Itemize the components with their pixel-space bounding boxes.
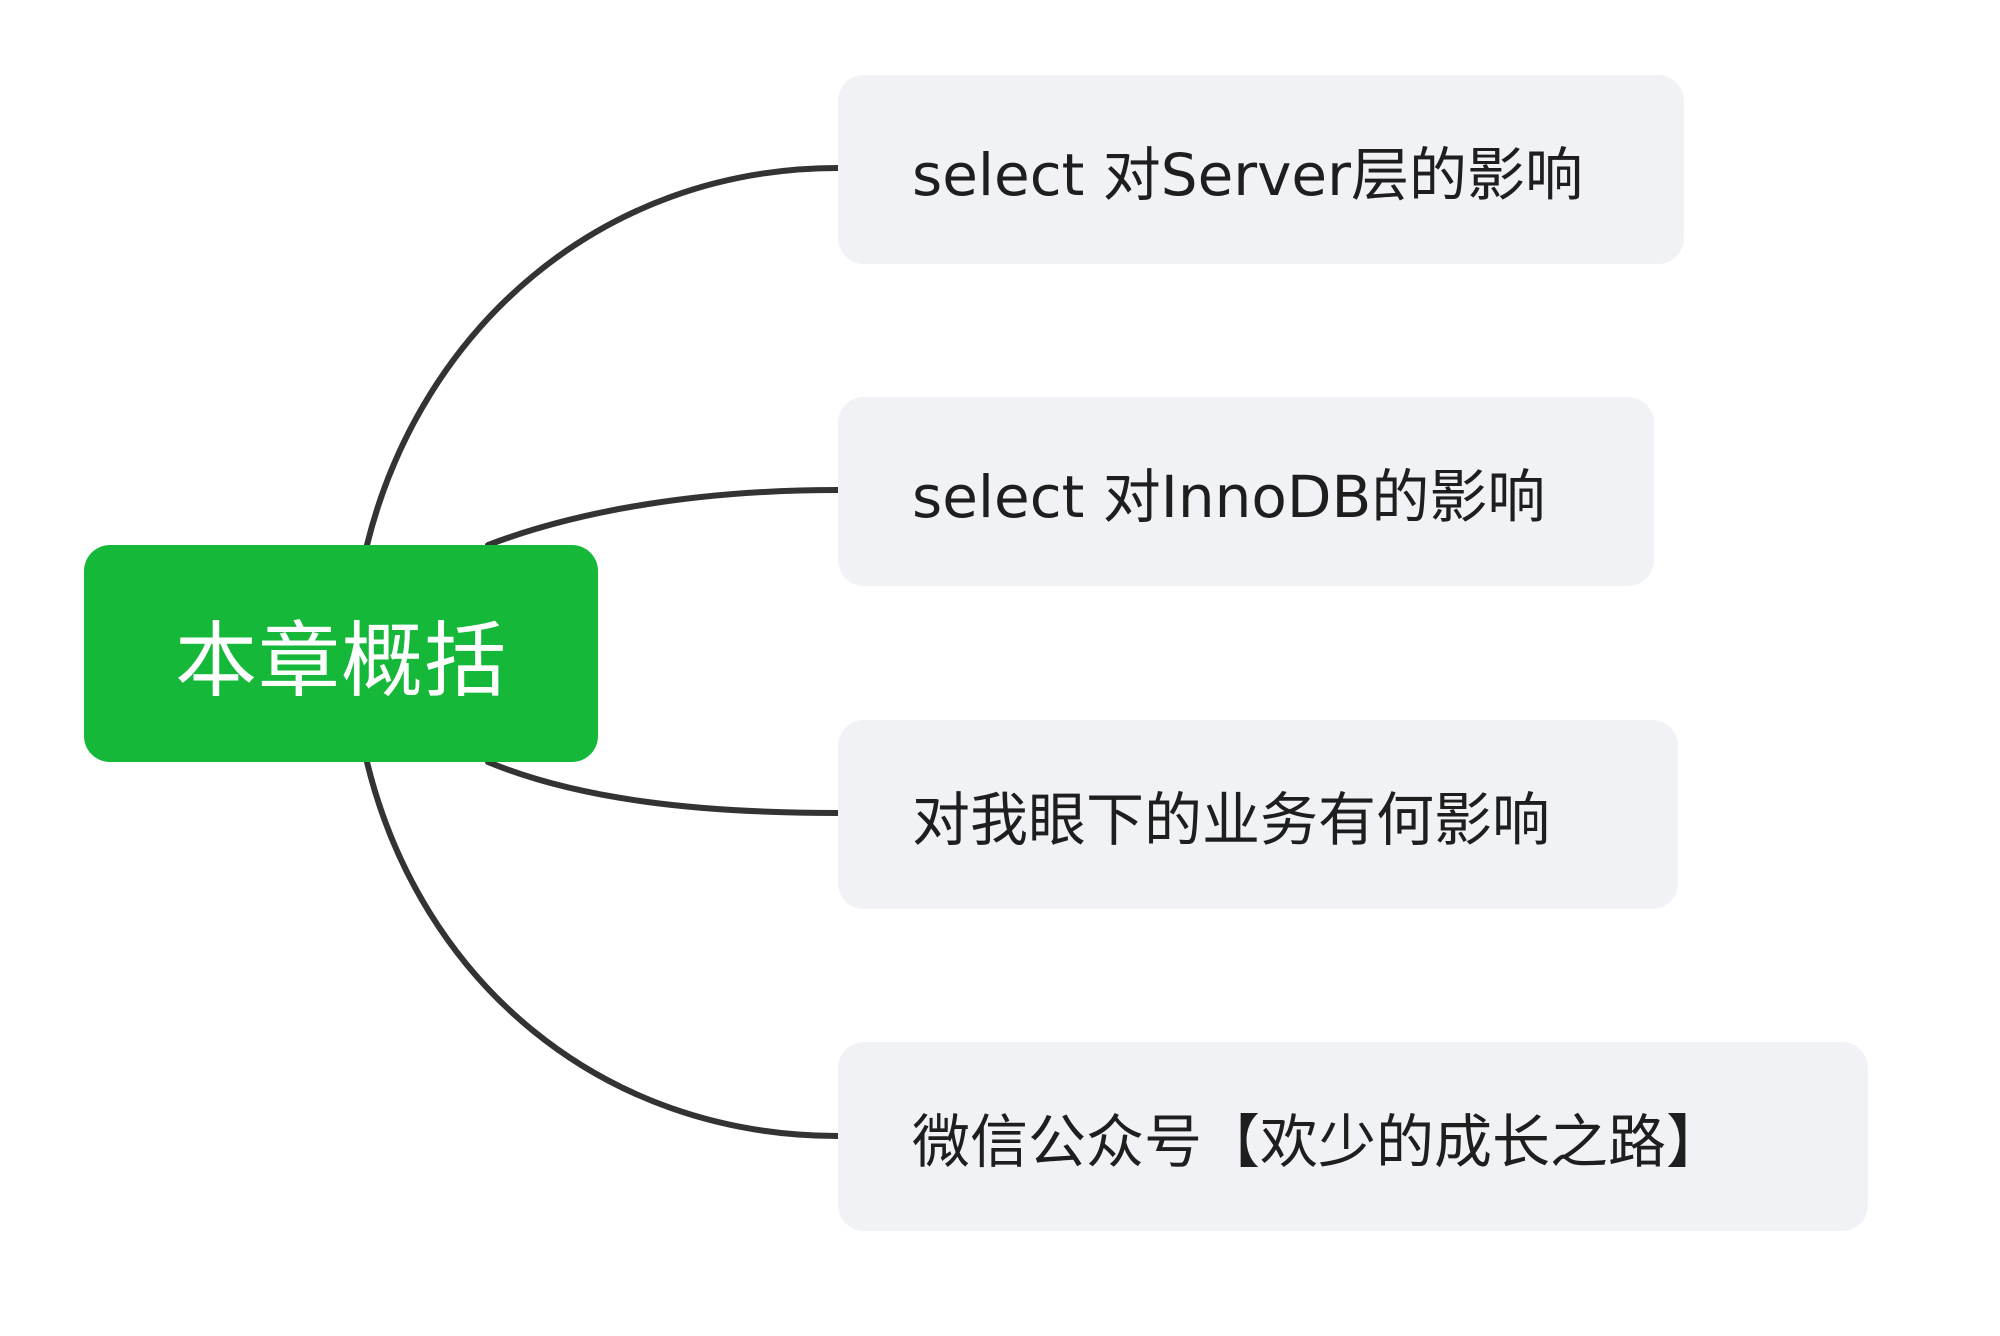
root-topic-node[interactable]: 本章概括 xyxy=(84,545,598,762)
subtopic-label: 微信公众号【欢少的成长之路】 xyxy=(912,1107,1725,1176)
connector-line-1 xyxy=(364,165,841,548)
connector-line-2 xyxy=(485,487,841,548)
connector-line-4 xyxy=(364,759,841,1139)
subtopic-label: 对我眼下的业务有何影响 xyxy=(912,785,1551,854)
subtopic-node-wechat-account[interactable]: 微信公众号【欢少的成长之路】 xyxy=(838,1042,1868,1231)
connector-line-3 xyxy=(485,759,841,816)
root-topic-label: 本章概括 xyxy=(174,614,507,709)
subtopic-label: select 对Server层的影响 xyxy=(912,140,1583,209)
subtopic-node-business-impact[interactable]: 对我眼下的业务有何影响 xyxy=(838,720,1678,909)
subtopic-node-innodb[interactable]: select 对InnoDB的影响 xyxy=(838,397,1654,586)
subtopic-node-server-layer[interactable]: select 对Server层的影响 xyxy=(838,75,1684,264)
subtopic-label: select 对InnoDB的影响 xyxy=(912,462,1546,531)
